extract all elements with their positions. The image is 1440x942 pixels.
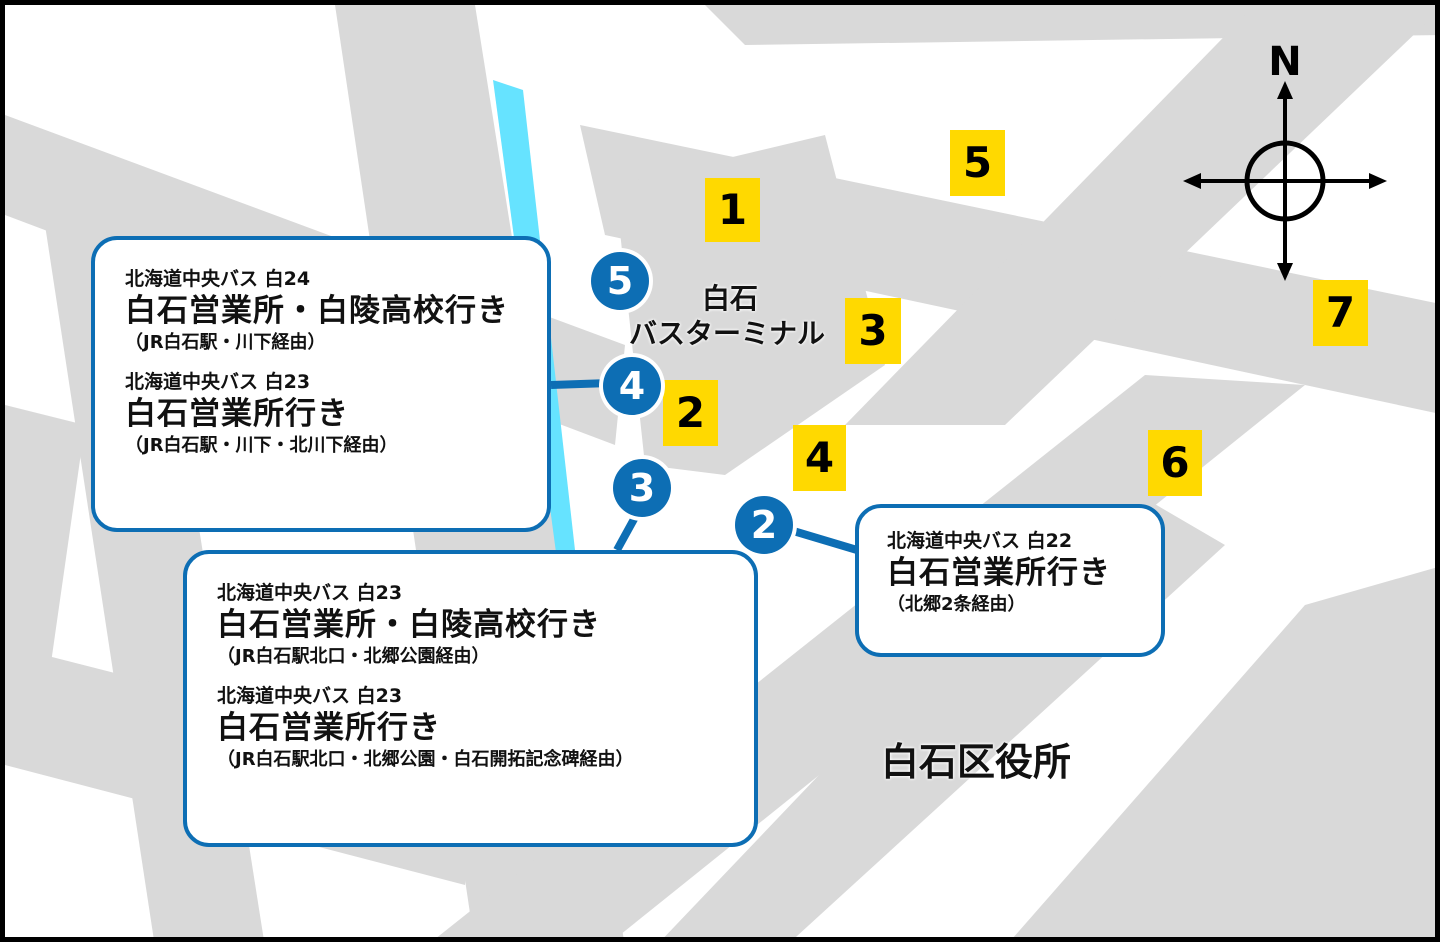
route-operator: 北海道中央バス 白22 — [887, 530, 1073, 552]
route-operator: 北海道中央バス 白24 — [125, 268, 311, 290]
bus-stop-pin-3[interactable]: 3 — [613, 459, 671, 517]
road-northeast-diagonal — [845, 5, 1435, 425]
connector-pin3 — [613, 508, 643, 552]
bus-stop-pin-2[interactable]: 2 — [735, 496, 793, 554]
route-entry: 北海道中央バス 白22 白石営業所行き （北郷2条経由） — [887, 530, 1133, 617]
stop-marker-4[interactable]: 4 — [793, 425, 846, 491]
stop-marker-5[interactable]: 5 — [950, 130, 1005, 196]
route-box-pin2: 北海道中央バス 白22 白石営業所行き （北郷2条経由） — [855, 504, 1165, 657]
route-via: （JR白石駅・川下経由） — [125, 332, 326, 354]
connector-pin2 — [788, 526, 859, 554]
route-entry: 北海道中央バス 白24 白石営業所・白陵高校行き （JR白石駅・川下経由） — [125, 268, 517, 355]
route-destination: 白石営業所・白陵高校行き — [125, 292, 509, 329]
route-destination: 白石営業所行き — [125, 395, 349, 432]
route-operator: 北海道中央バス 白23 — [217, 684, 403, 707]
terminal-label-line2: バスターミナル — [629, 317, 826, 350]
road-southeast-edge — [1013, 567, 1435, 937]
route-via: （JR白石駅北口・北郷公園経由） — [217, 646, 490, 668]
ward-office-label: 白石区役所 — [881, 740, 1072, 784]
stop-marker-2[interactable]: 2 — [663, 380, 718, 446]
route-via: （北郷2条経由） — [887, 594, 1026, 616]
stop-marker-7[interactable]: 7 — [1313, 280, 1368, 346]
route-operator: 北海道中央バス 白23 — [217, 582, 403, 604]
bus-stop-pin-5[interactable]: 5 — [591, 252, 649, 310]
terminal-label-line1: 白石 — [702, 282, 759, 315]
route-destination: 白石営業所行き — [217, 709, 441, 746]
stop-marker-3[interactable]: 3 — [845, 298, 901, 364]
stop-marker-1[interactable]: 1 — [705, 178, 760, 242]
bus-stop-pin-4[interactable]: 4 — [603, 357, 661, 415]
north-label: N — [1268, 39, 1301, 85]
route-via: （JR白石駅・川下・北川下経由） — [125, 435, 398, 457]
route-box-pin4: 北海道中央バス 白24 白石営業所・白陵高校行き （JR白石駅・川下経由） 北海… — [91, 236, 551, 532]
route-entry: 北海道中央バス 白23 白石営業所行き （JR白石駅・川下・北川下経由） — [125, 371, 517, 458]
route-destination: 白石営業所・白陵高校行き — [217, 606, 601, 643]
road-far-left — [5, 405, 85, 705]
stop-marker-6[interactable]: 6 — [1148, 430, 1202, 496]
route-operator: 北海道中央バス 白23 — [125, 370, 311, 393]
compass-icon: N — [1183, 39, 1387, 281]
route-entry: 北海道中央バス 白23 白石営業所・白陵高校行き （JR白石駅北口・北郷公園経由… — [217, 582, 724, 669]
route-destination: 白石営業所行き — [887, 554, 1111, 591]
route-entry: 北海道中央バス 白23 白石営業所行き （JR白石駅北口・北郷公園・白石開拓記念… — [217, 685, 724, 772]
route-box-pin3: 北海道中央バス 白23 白石営業所・白陵高校行き （JR白石駅北口・北郷公園経由… — [183, 550, 758, 847]
connector-pin4 — [550, 379, 611, 389]
route-via: （JR白石駅北口・北郷公園・白石開拓記念碑経由） — [217, 749, 634, 771]
